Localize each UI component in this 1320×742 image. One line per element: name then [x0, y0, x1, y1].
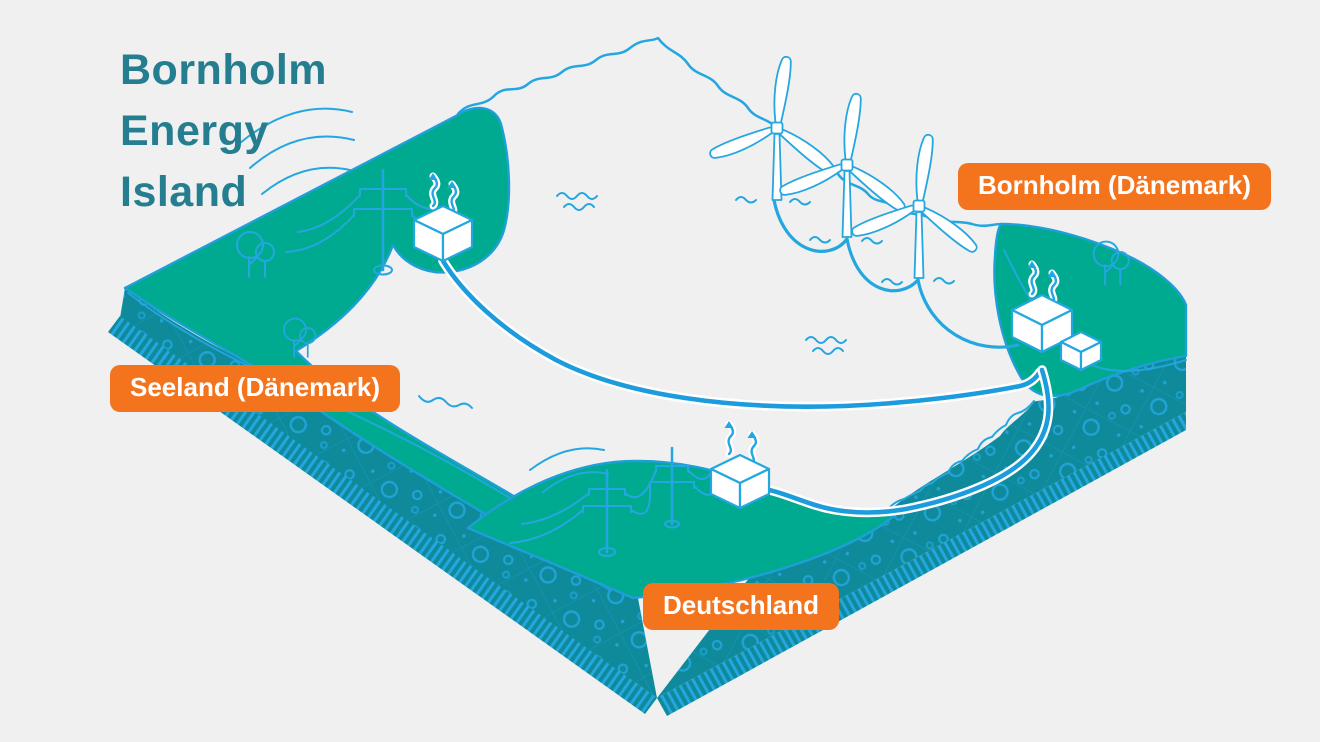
substation-seeland-icon	[412, 173, 474, 263]
region-label-seeland: Seeland (Dänemark)	[110, 365, 400, 412]
subsea-cable-seeland-bornholm	[438, 256, 1045, 412]
wind-swoosh-icon	[529, 447, 609, 493]
page-title: Bornholm Energy Island	[120, 40, 327, 223]
title-line-2: Energy	[120, 107, 269, 156]
power-pylon-icon	[509, 446, 714, 557]
power-pylon-icon	[239, 107, 453, 276]
substation-bornholm-icon	[1010, 261, 1103, 372]
hatched-edge-left	[108, 316, 657, 714]
wavy-shoreline-icon	[889, 400, 1035, 508]
wavy-shoreline-icon	[418, 395, 473, 409]
title-line-1: Bornholm	[120, 46, 328, 94]
hatched-edge-right	[657, 412, 1186, 716]
subsea-cable-turbine-chain	[772, 198, 1020, 349]
wind-swoosh-icon	[239, 107, 355, 195]
substation-deutschland-icon	[709, 421, 771, 510]
title-line-3: Island	[120, 168, 248, 217]
region-label-bornholm: Bornholm (Dänemark)	[958, 163, 1272, 210]
subsea-cable-bornholm-deutschland	[764, 365, 1054, 518]
region-label-deutschland: Deutschland	[643, 583, 840, 630]
